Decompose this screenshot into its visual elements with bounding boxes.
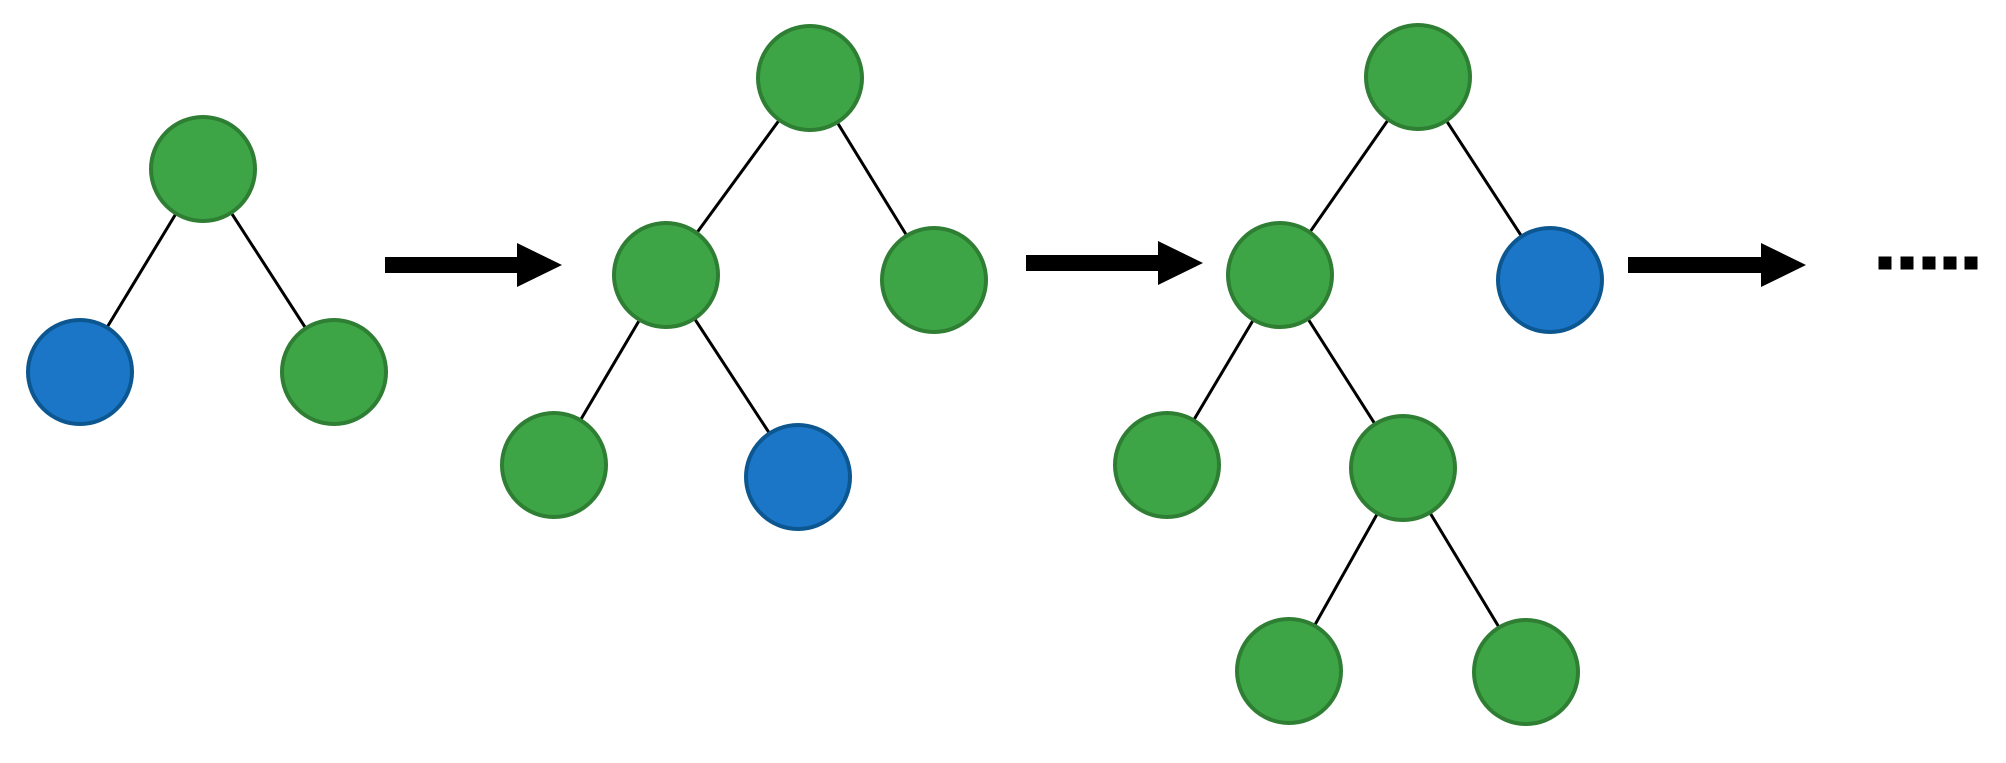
ellipsis-dot-4	[1943, 256, 1957, 270]
arrow-2-right-arrow-icon	[1026, 241, 1203, 285]
ellipsis-dot-1	[1878, 256, 1892, 270]
tree-2-node-right-green	[880, 226, 988, 334]
tree-1-node-root-green	[149, 115, 257, 223]
tree-3-node-left-green	[1226, 221, 1334, 329]
tree-2-node-left-green	[612, 221, 720, 329]
tree-2	[500, 24, 988, 531]
arrow-1-right-arrow-icon	[385, 243, 562, 287]
tree-2-node-left-left-green	[500, 411, 608, 519]
ellipsis-dots	[1878, 256, 1978, 270]
ellipsis-dot-2	[1900, 256, 1914, 270]
ellipsis-dot-5	[1964, 256, 1978, 270]
tree-3-node-left-right-left-green	[1235, 617, 1343, 725]
tree-3-node-right-blue	[1496, 226, 1604, 334]
tree-1-node-right-green	[280, 318, 388, 426]
tree-2-node-root-green	[756, 24, 864, 132]
tree-1-node-left-blue	[26, 318, 134, 426]
tree-3-node-left-right-green	[1349, 414, 1457, 522]
tree-1	[26, 115, 388, 426]
tree-3-node-left-left-green	[1113, 411, 1221, 519]
tree-3-node-left-right-right-green	[1472, 618, 1580, 726]
ellipsis-dot-3	[1922, 256, 1936, 270]
tree-2-node-left-right-blue	[744, 423, 852, 531]
arrow-3-right-arrow-icon	[1628, 243, 1806, 287]
tree-3-node-root-green	[1364, 23, 1472, 131]
tree-3	[1113, 23, 1604, 726]
